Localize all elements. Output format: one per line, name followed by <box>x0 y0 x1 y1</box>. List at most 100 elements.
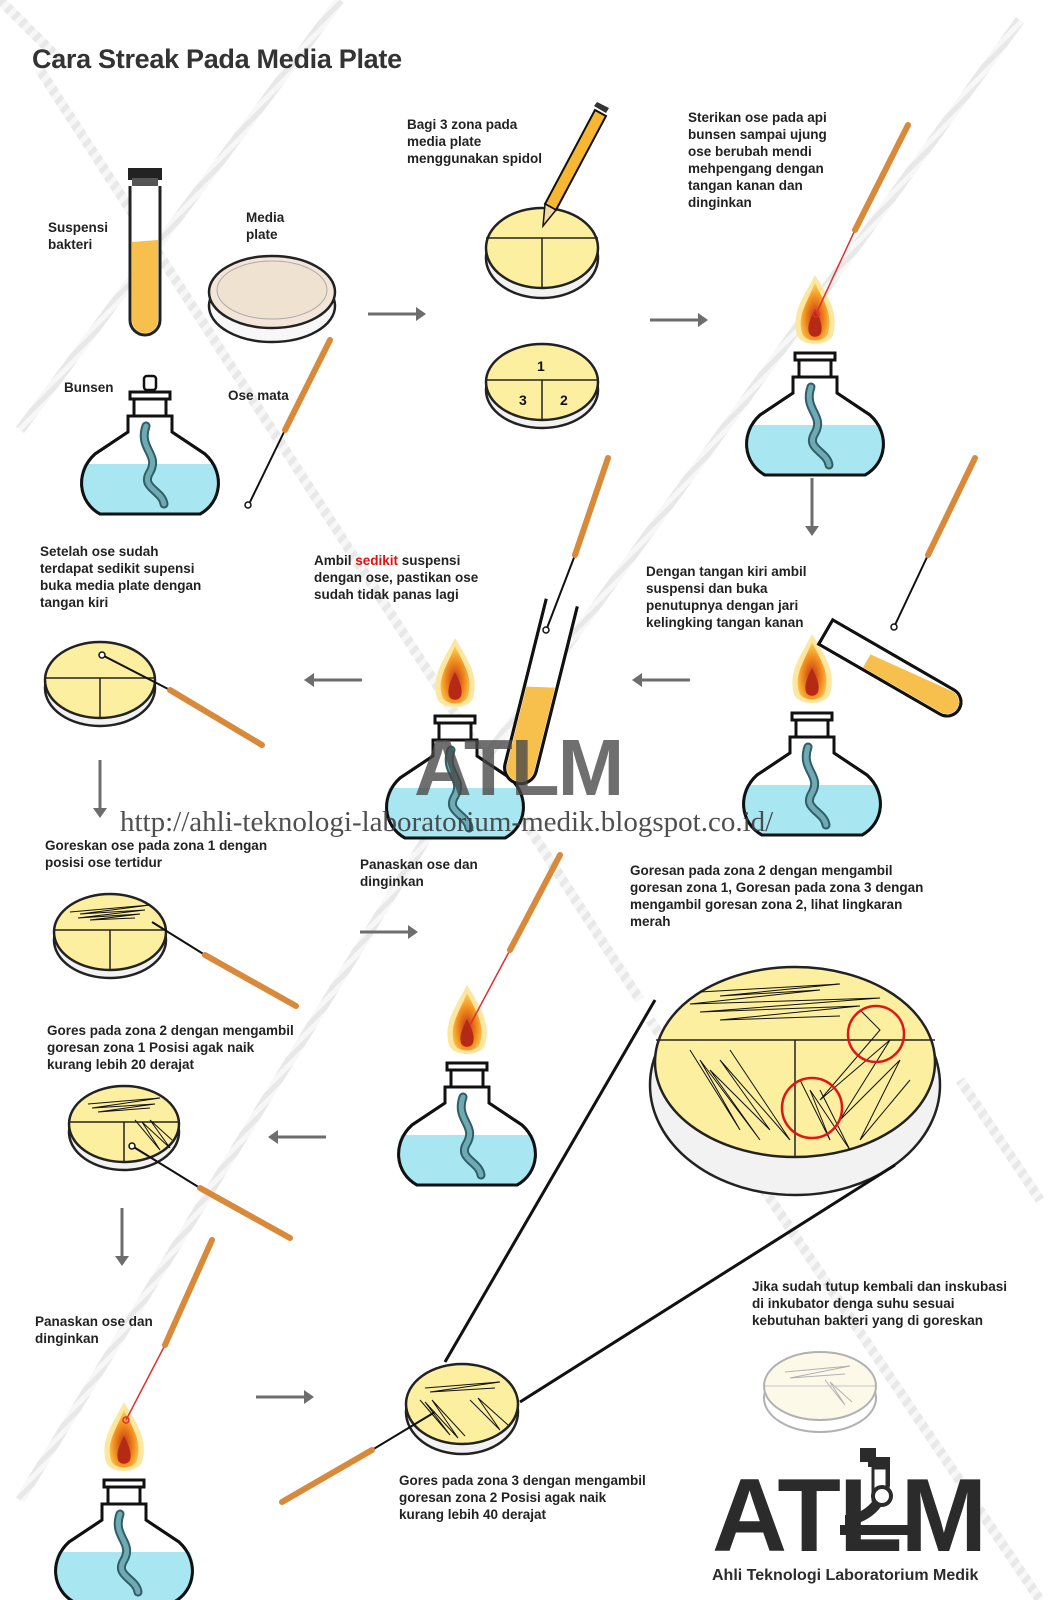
label-bagi-zona: Bagi 3 zona pada media plate menggunakan… <box>407 116 542 167</box>
plate-open <box>43 640 265 748</box>
label-line: merah <box>630 914 671 929</box>
arrow-down <box>803 476 821 538</box>
arrow-down <box>113 1206 131 1268</box>
media-plate <box>207 254 337 344</box>
label-setelah-ose: Setelah ose sudah terdapat sedikit supen… <box>40 543 201 611</box>
plate-streak-zone2 <box>67 1084 293 1241</box>
bunsen-burner <box>80 374 220 514</box>
zone-label-1: 1 <box>537 358 545 374</box>
label-line: ose berubah mendi <box>688 144 812 159</box>
label-tangan-kiri: Dengan tangan kiri ambil suspensi dan bu… <box>646 563 807 631</box>
label-line: media plate <box>407 134 482 149</box>
label-line: Gores pada zona 3 dengan mengambil <box>399 1473 646 1488</box>
label-ambil-sedikit: Ambil sedikit suspensi dengan ose, pasti… <box>314 552 478 603</box>
label-line: Sterikan ose pada api <box>688 110 827 125</box>
label-line: dinginkan <box>360 874 424 889</box>
label-ose-mata: Ose mata <box>228 388 289 403</box>
zoned-plate <box>484 342 600 430</box>
label-panaskan-2: Panaskan ose dan dinginkan <box>35 1313 153 1347</box>
bunsen-heat-2 <box>54 1237 215 1600</box>
arrow-left <box>630 671 692 689</box>
label-line: Media <box>246 210 285 225</box>
label-inkubasi: Jika sudah tutup kembali dan inskubasi d… <box>752 1278 1007 1329</box>
label-line: kurang lebih 40 derajat <box>399 1507 547 1522</box>
label-line: Setelah ose sudah <box>40 544 159 559</box>
zoomed-plate <box>648 965 942 1197</box>
label-line: Dengan tangan kiri ambil <box>646 564 807 579</box>
label-line: goresan zona 1, Goresan pada zona 3 deng… <box>630 880 924 895</box>
label-line: dengan ose, pastikan ose <box>314 570 479 585</box>
label-line: Bagi 3 zona pada <box>407 117 518 132</box>
label-line: kebutuhan bakteri yang di goreskan <box>752 1313 984 1328</box>
label-sterikan: Sterikan ose pada api bunsen sampai ujun… <box>688 109 827 211</box>
zoom-line <box>519 1163 896 1404</box>
label-line: Ambil sedikit suspensi <box>314 552 478 569</box>
label-line: buka media plate dengan <box>40 578 202 593</box>
label-line: tangan kanan dan <box>688 178 803 193</box>
suspension-tube <box>128 168 162 337</box>
label-line: bakteri <box>48 237 93 252</box>
label-line: dinginkan <box>35 1331 99 1346</box>
label-line: Goreskan ose pada zona 1 dengan <box>45 838 268 853</box>
arrow-right <box>254 1388 316 1406</box>
label-line: Panaskan ose dan <box>360 857 478 872</box>
label-line: suspensi dan buka <box>646 581 768 596</box>
label-goresan-zona23: Goresan pada zona 2 dengan mengambil gor… <box>630 862 923 930</box>
zone-label-2: 2 <box>560 392 568 408</box>
label-line: tangan kiri <box>40 595 109 610</box>
label-line: Gores pada zona 2 dengan mengambil <box>47 1023 294 1038</box>
bunsen-heat-1 <box>397 852 563 1185</box>
label-line: di inkubator denga suhu sesuai <box>752 1296 955 1311</box>
brand-subtitle: Ahli Teknologi Laboratorium Medik <box>712 1567 979 1584</box>
arrow-down <box>91 758 109 820</box>
arrow-right <box>648 311 710 329</box>
label-line: mengambil goresan zona 2, lihat lingkara… <box>630 897 903 912</box>
watermark-logo: ATLM <box>414 723 624 812</box>
label-line: plate <box>246 227 278 242</box>
label-line: kurang lebih 20 derajat <box>47 1057 195 1072</box>
microscope-icon <box>840 1448 920 1535</box>
pen-icon <box>542 102 609 229</box>
label-gores-zona3: Gores pada zona 3 dengan mengambil gores… <box>399 1472 646 1523</box>
label-part-highlight: sedikit <box>355 553 399 568</box>
label-line: goresan zona 2 Posisi agak naik <box>399 1490 607 1505</box>
label-gores-zona2: Gores pada zona 2 dengan mengambil gores… <box>47 1022 294 1073</box>
label-line: sudah tidak panas lagi <box>314 587 459 602</box>
label-media-plate: Media plate <box>246 209 284 243</box>
plate-streak-zone3 <box>279 1362 520 1505</box>
label-line: goresan zona 1 Posisi agak naik <box>47 1040 255 1055</box>
label-panaskan-1: Panaskan ose dan dinginkan <box>360 856 478 890</box>
bunsen-open-tube <box>742 455 978 835</box>
arrow-right <box>366 305 428 323</box>
plate-streak-zone1 <box>52 892 299 1009</box>
brand-logo: ATLM <box>712 1458 987 1574</box>
incubated-plate <box>763 1351 877 1433</box>
label-line: terdapat sedikit supensi <box>40 561 195 576</box>
label-line: kelingking tangan kanan <box>646 615 804 630</box>
label-line: menggunakan spidol <box>407 151 543 166</box>
label-line: penutupnya dengan jari <box>646 598 799 613</box>
zone-label-3: 3 <box>519 392 527 408</box>
page-title: Cara Streak Pada Media Plate <box>32 44 402 74</box>
label-line: Panaskan ose dan <box>35 1314 153 1329</box>
label-line: Goresan pada zona 2 dengan mengambil <box>630 863 893 878</box>
inoculating-loop <box>244 337 333 509</box>
zoom-line <box>443 999 657 1363</box>
label-part: suspensi <box>398 553 461 568</box>
bunsen-sterilize <box>745 122 911 475</box>
bunsen-take-suspension <box>385 455 611 838</box>
label-suspensi: Suspensi bakteri <box>48 219 108 253</box>
arrow-left <box>302 671 364 689</box>
arrow-left <box>266 1128 328 1146</box>
label-line: dinginkan <box>688 195 752 210</box>
watermark-url: http://ahli-teknologi-laboratorium-medik… <box>120 806 774 838</box>
label-line: bunsen sampai ujung <box>688 127 827 142</box>
label-bunsen: Bunsen <box>64 380 114 395</box>
label-line: Jika sudah tutup kembali dan inskubasi <box>752 1279 1008 1294</box>
label-line: mehpengang dengan <box>688 161 824 176</box>
label-goreskan: Goreskan ose pada zona 1 dengan posisi o… <box>45 837 267 871</box>
label-line: posisi ose tertidur <box>45 855 163 870</box>
divided-plate <box>484 206 600 300</box>
label-line: Suspensi <box>48 220 109 235</box>
